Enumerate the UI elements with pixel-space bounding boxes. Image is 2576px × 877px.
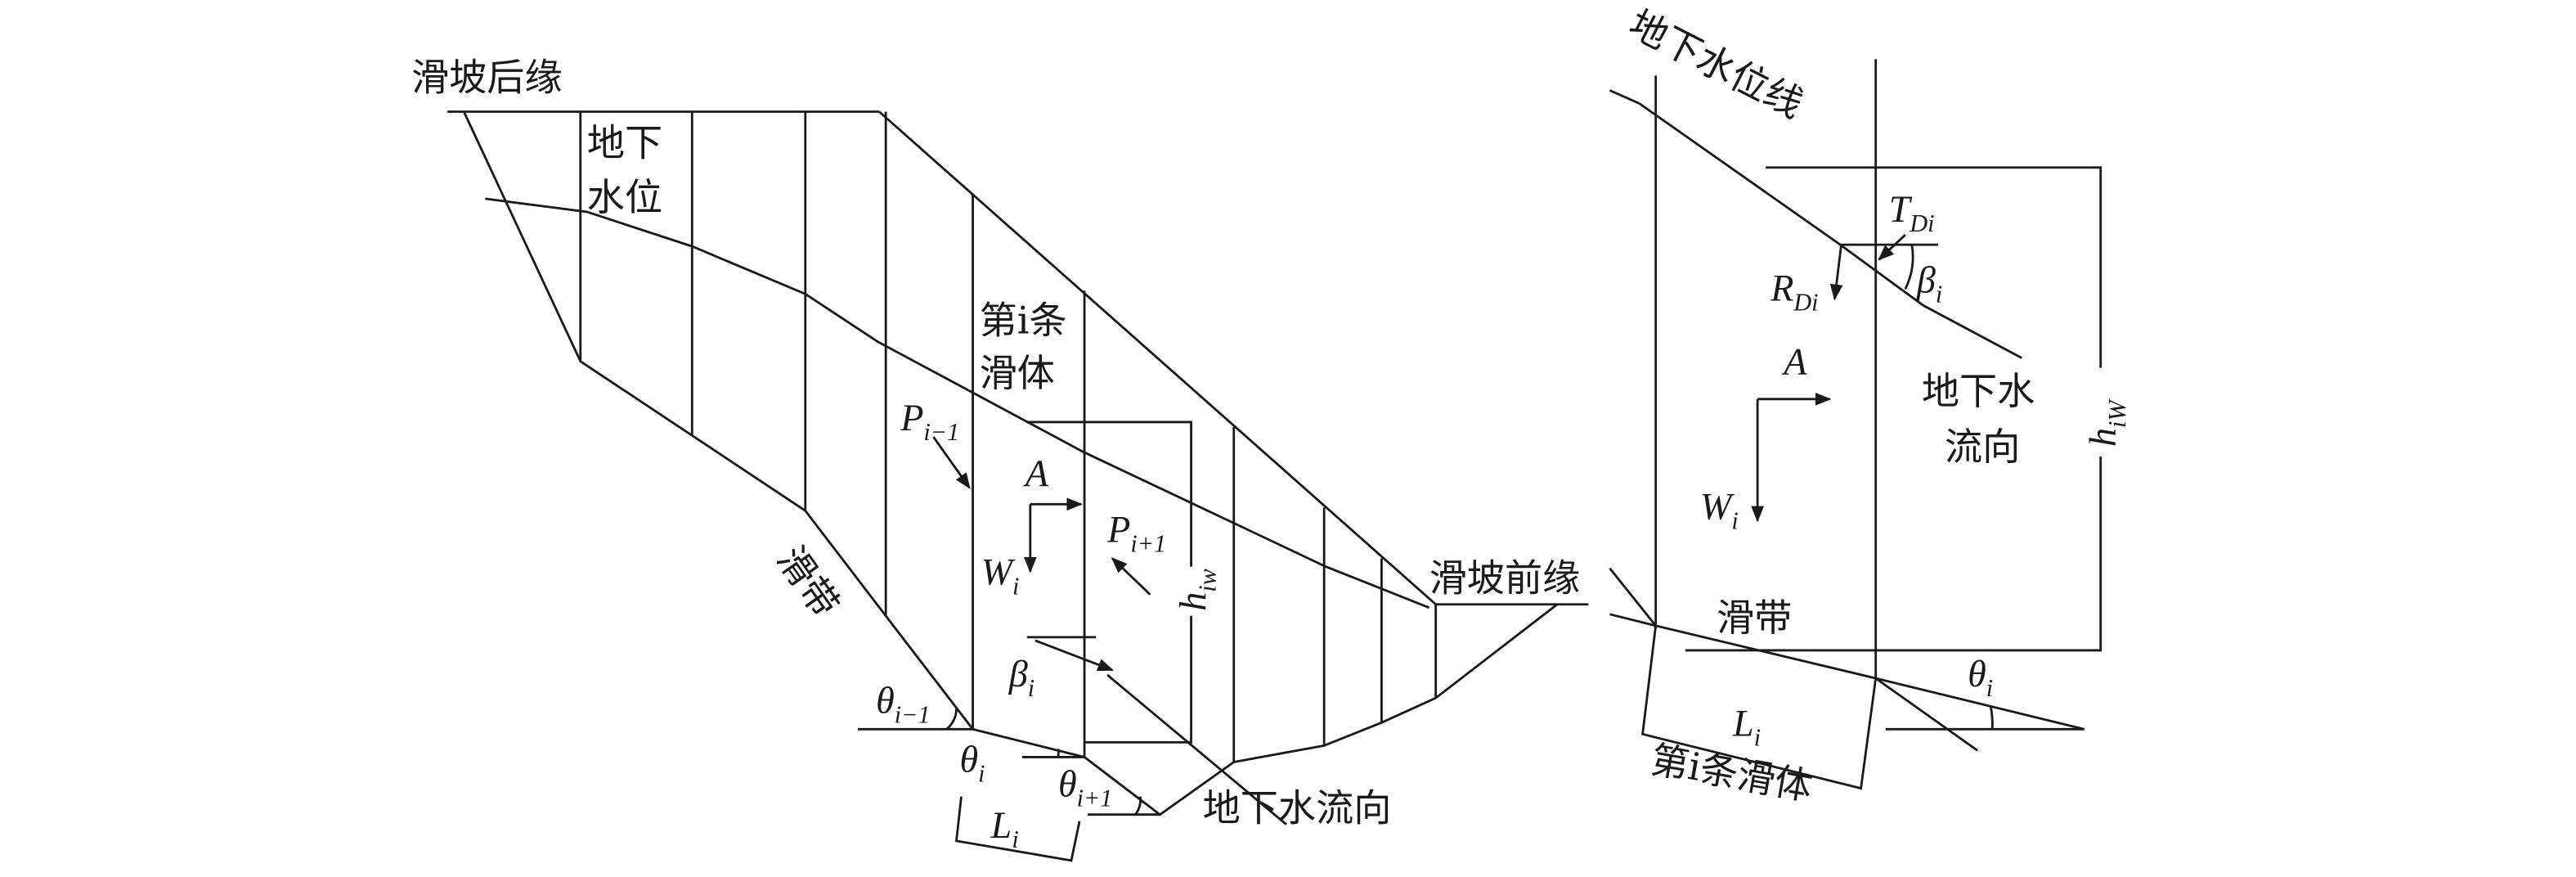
theta-next-arc <box>1134 796 1142 816</box>
r-label: RDi <box>1770 267 1818 316</box>
r-arrow <box>1829 244 1843 301</box>
t-label: TDi <box>1889 188 1935 237</box>
beta-label: βi <box>1916 259 1942 308</box>
w-label: Wi <box>1700 485 1739 534</box>
flow-label-1: 地下水 <box>1922 369 2035 413</box>
slice-bottom-outline <box>1641 625 1878 790</box>
toe-leader <box>1609 567 1657 627</box>
water-level-label-1: 地下 <box>587 121 662 165</box>
slip-zone-line <box>1609 613 2085 731</box>
slice-label-1: 第i条 <box>980 299 1067 343</box>
slice-label: 第i条滑体 <box>1648 737 1816 809</box>
p-prev-label: Pi−1 <box>900 397 959 446</box>
h-label: hiW <box>2082 398 2131 447</box>
water-head-box-bottom <box>1084 615 1192 744</box>
theta-label: θi <box>960 739 985 788</box>
water-head-box-bottom <box>1685 456 2103 652</box>
a-label: A <box>1023 452 1049 494</box>
flow-label-2: 流向 <box>1945 425 2020 469</box>
t-arrow <box>1878 234 1906 261</box>
groundwater-line <box>1609 89 2023 359</box>
beta-label: βi <box>1008 653 1034 702</box>
theta-prev-label: θi−1 <box>876 679 930 728</box>
slice-lines <box>579 111 1438 762</box>
l-label: Li <box>1732 702 1761 751</box>
l-label: Li <box>990 804 1019 853</box>
water-level-label-2: 水位 <box>587 175 662 219</box>
left-figure: 滑坡后缘 地下 水位 滑带 第i条 滑体 滑坡前缘 地下水流向 Pi−1 Pi+… <box>411 55 1589 862</box>
slice-label-2: 滑体 <box>980 351 1055 395</box>
p-next-label: Pi+1 <box>1106 508 1166 557</box>
a-label: A <box>1781 341 1807 383</box>
theta-arc <box>1989 705 1994 730</box>
slice-extension <box>1874 677 1978 752</box>
theta-prev-arc <box>945 708 958 731</box>
h-label: hiw <box>1173 569 1222 611</box>
groundwater-table <box>485 197 1430 609</box>
water-line-label: 地下水位线 <box>1622 2 1811 127</box>
slip-zone-label: 滑带 <box>1717 596 1792 640</box>
crown-label: 滑坡后缘 <box>411 55 563 99</box>
theta-label: θi <box>1968 653 1993 702</box>
right-figure: 地下水位线 地下水 流向 滑带 第i条滑体 TDi RDi βi A Wi hi… <box>1609 2 2131 809</box>
flow-direction-label: 地下水流向 <box>1203 786 1392 830</box>
flow-direction-leader <box>1106 673 1287 825</box>
flow-arrow <box>1034 639 1115 672</box>
p-prev-arrow <box>932 436 971 489</box>
p-next-arrow <box>1111 557 1151 596</box>
slip-surface <box>462 110 1559 816</box>
water-head-box <box>1026 421 1192 567</box>
theta-next-label: θi+1 <box>1058 763 1112 812</box>
toe-label: 滑坡前缘 <box>1429 556 1581 600</box>
l-bracket <box>954 796 1081 862</box>
w-label: Wi <box>981 551 1020 600</box>
beta-arc <box>1904 244 1914 290</box>
water-head-box <box>1766 166 2103 368</box>
